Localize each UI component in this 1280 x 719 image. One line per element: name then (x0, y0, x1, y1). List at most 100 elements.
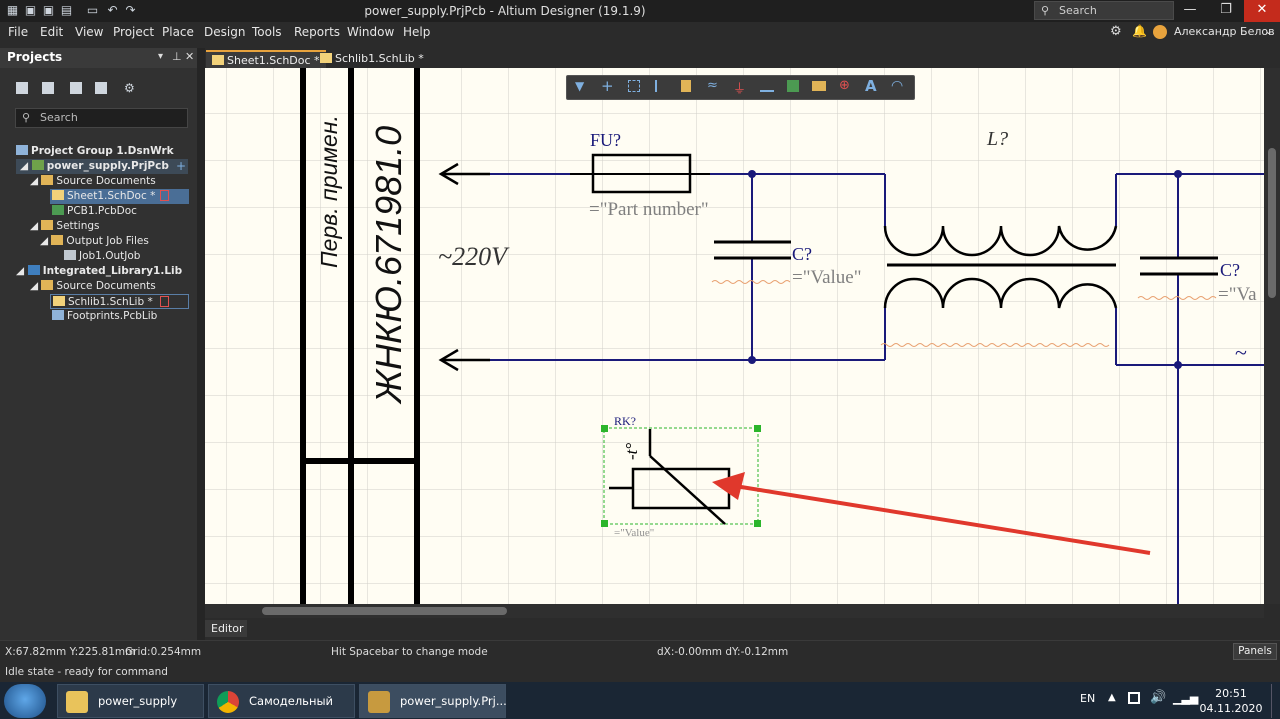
menu-file[interactable]: File (8, 25, 29, 39)
taskbar-item-altium[interactable]: power_supply.Prj... (359, 684, 507, 718)
schematic-editor[interactable]: Перв. примен. ЖНКЮ.671981.0 ~220V (205, 68, 1264, 604)
new-document-icon[interactable]: ▤ (60, 3, 73, 17)
taskbar-item-chrome[interactable]: Самодельный и... (208, 684, 355, 718)
maximize-button[interactable]: ❐ (1220, 2, 1232, 17)
menu-view[interactable]: View (75, 25, 104, 39)
language-indicator[interactable]: EN (1080, 692, 1096, 705)
capacitor-2-designator[interactable]: C? (1220, 260, 1240, 280)
undo-icon[interactable]: ↶ (107, 3, 118, 17)
tree-item-settings[interactable]: ◢ Settings (30, 220, 100, 232)
place-part-icon[interactable] (681, 80, 691, 92)
tree-item-power-supply[interactable]: ◢ power_supply.PrjPcb (16, 159, 188, 174)
power-port-icon[interactable]: ⏚ (733, 82, 747, 97)
selection-handle[interactable] (754, 425, 761, 432)
panel-splitter[interactable] (197, 48, 205, 640)
capacitor-1-symbol[interactable] (714, 240, 791, 260)
menu-window[interactable]: Window (347, 25, 395, 39)
bus-icon[interactable] (760, 80, 774, 92)
bell-icon[interactable]: 🔔 (1132, 24, 1147, 38)
move-icon[interactable]: + (601, 77, 614, 95)
tree-item-job1[interactable]: Job1.OutJob (0, 249, 140, 264)
fuse-designator[interactable]: FU? (590, 130, 621, 150)
tray-expand-icon[interactable]: ▲ (1108, 692, 1116, 703)
show-desktop-button[interactable] (1271, 684, 1280, 718)
tab-sheet1[interactable]: Sheet1.SchDoc * (206, 50, 326, 68)
redo-icon[interactable]: ↷ (125, 3, 136, 17)
add-icon[interactable]: + (176, 159, 187, 173)
schematic-canvas[interactable]: Перв. примен. ЖНКЮ.671981.0 ~220V (205, 68, 1264, 604)
capacitor-2-symbol[interactable] (1140, 256, 1218, 276)
tree-item-pcb1[interactable]: PCB1.PcbDoc (0, 204, 137, 219)
thermistor-comment[interactable]: ="Value" (614, 527, 654, 539)
harness-icon[interactable] (787, 80, 799, 92)
volume-icon[interactable]: 🔊 (1150, 690, 1167, 705)
thermistor-designator[interactable]: RK? (614, 414, 636, 428)
capacitor-1-designator[interactable]: C? (792, 244, 812, 264)
signal-icon[interactable]: ▁▃▅ (1173, 692, 1199, 705)
fuse-comment[interactable]: ="Part number" (589, 199, 709, 220)
schlib-doc-icon (320, 53, 332, 63)
save-icon[interactable]: ▣ (24, 3, 37, 17)
clock[interactable]: 20:51 04.11.2020 (1196, 686, 1266, 716)
align-icon[interactable] (655, 80, 667, 92)
save-all-icon[interactable]: ▣ (42, 3, 55, 17)
menu-place[interactable]: Place (162, 25, 194, 39)
tree-item-sheet1[interactable]: Sheet1.SchDoc * (50, 189, 189, 204)
tree-item-schlib1[interactable]: Schlib1.SchLib * (50, 294, 189, 309)
horizontal-scroll-thumb[interactable] (262, 607, 507, 615)
selection-handle[interactable] (754, 520, 761, 527)
compile-icon[interactable] (42, 82, 54, 94)
gear-icon[interactable]: ⚙ (1110, 24, 1122, 39)
folder-open-icon[interactable] (70, 82, 82, 94)
capacitor-2-comment[interactable]: ="Va (1218, 284, 1257, 305)
menu-reports[interactable]: Reports (294, 25, 341, 39)
minimize-button[interactable]: — (1183, 2, 1197, 17)
menu-project[interactable]: Project (113, 25, 155, 39)
filter-icon[interactable]: ▼ (575, 79, 585, 93)
tree-item-lib-source-documents[interactable]: ◢ Source Documents (30, 280, 156, 292)
tree-item-source-documents[interactable]: ◢ Source Documents (30, 175, 156, 187)
save-project-icon[interactable] (16, 82, 28, 94)
panels-button[interactable]: Panels (1233, 643, 1277, 660)
tree-item-project-group[interactable]: Project Group 1.DsnWrk (0, 144, 174, 159)
port-icon[interactable] (812, 81, 826, 91)
tree-item-footprints[interactable]: Footprints.PcbLib (0, 309, 157, 324)
menu-edit[interactable]: Edit (40, 25, 64, 39)
inductor-designator[interactable]: L? (986, 128, 1008, 150)
selection-handle[interactable] (601, 520, 608, 527)
folder-settings-icon[interactable] (95, 82, 107, 94)
projects-search-input[interactable]: ⚲ Search (15, 108, 188, 128)
panel-close-icon[interactable]: ✕ (185, 50, 195, 63)
tree-item-integrated-library[interactable]: ◢ Integrated_Library1.Lib (16, 265, 183, 277)
global-search-input[interactable]: ⚲ Search (1034, 1, 1174, 20)
settings-icon[interactable]: ⚙ (124, 81, 135, 95)
vertical-scroll-thumb[interactable] (1268, 148, 1276, 298)
pin-icon[interactable]: ⊥ (172, 50, 182, 63)
selection-handle[interactable] (601, 425, 608, 432)
user-name[interactable]: Александр Белов (1174, 25, 1275, 38)
inductor-symbol[interactable] (883, 225, 1118, 309)
taskbar-item-power-supply[interactable]: power_supply (57, 684, 204, 718)
tree-item-output-job-files[interactable]: ◢ Output Job Files (40, 235, 149, 247)
vertical-scrollbar[interactable] (1264, 68, 1280, 604)
open-folder-icon[interactable]: ▭ (86, 3, 99, 17)
capacitor-1-comment[interactable]: ="Value" (792, 267, 862, 288)
chevron-down-icon[interactable]: ⌄ (1264, 24, 1274, 37)
menu-tools[interactable]: Tools (252, 25, 282, 39)
directive-icon[interactable]: ⊕ (839, 78, 850, 93)
network-device-icon[interactable] (1128, 692, 1140, 704)
panel-menu-icon[interactable]: ▾ (158, 51, 164, 62)
horizontal-scrollbar[interactable] (205, 604, 1264, 618)
avatar[interactable] (1153, 25, 1167, 39)
editor-tab[interactable]: Editor (205, 620, 247, 637)
app-menu-icon[interactable]: ▦ (6, 3, 19, 17)
wire-icon[interactable]: ≈ (707, 78, 718, 93)
select-icon[interactable] (628, 80, 640, 92)
menu-help[interactable]: Help (403, 25, 431, 39)
menu-design[interactable]: Design (204, 25, 246, 39)
text-icon[interactable]: A (865, 77, 877, 95)
tab-schlib1[interactable]: Schlib1.SchLib * (314, 50, 430, 68)
close-button[interactable]: ✕ (1244, 0, 1280, 22)
arc-icon[interactable]: ◠ (891, 78, 904, 94)
start-button[interactable] (4, 684, 46, 718)
